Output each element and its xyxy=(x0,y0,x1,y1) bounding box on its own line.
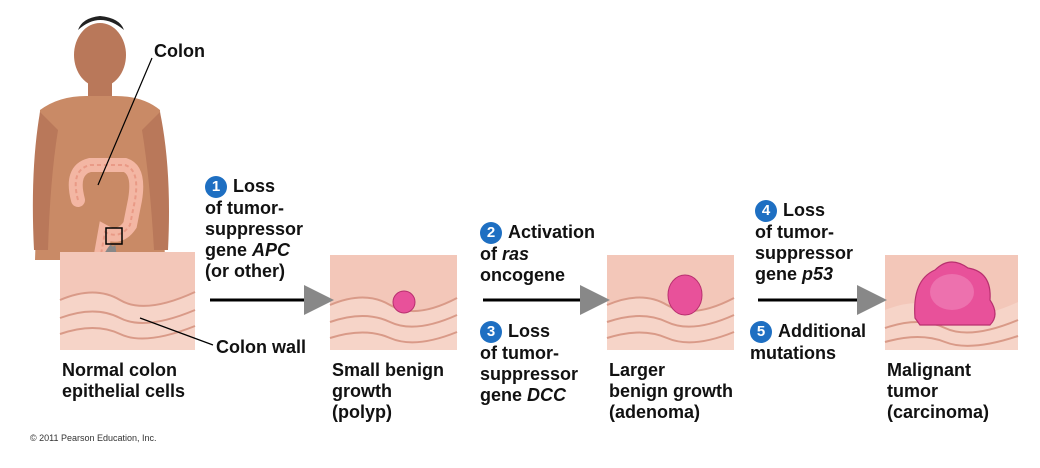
colon-wall-leader-line xyxy=(139,317,214,346)
step-5: 5 Additional mutations xyxy=(750,321,866,364)
gene-apc: APC xyxy=(252,240,291,260)
polyp-label-line: growth xyxy=(332,381,392,401)
colon-leader-line xyxy=(97,57,153,186)
step-3-badge: 3 xyxy=(480,321,502,343)
carcinoma-label-line: Malignant xyxy=(887,360,971,380)
adenoma-label-line: (adenoma) xyxy=(609,402,701,422)
gene-dcc: DCC xyxy=(527,385,567,405)
step-4: 4 Loss of tumor- suppressor gene p53 xyxy=(755,200,853,285)
tissue-adenoma xyxy=(606,255,735,350)
carcinoma-label-line: (carcinoma) xyxy=(887,402,990,422)
human-figure xyxy=(32,16,169,267)
step-1-line: suppressor xyxy=(205,219,304,239)
normal-label-line: epithelial cells xyxy=(62,381,186,401)
step-5-badge: 5 xyxy=(750,321,772,343)
step-4-line: Loss xyxy=(783,200,826,220)
carcinoma-label: Malignant tumor (carcinoma) xyxy=(887,360,989,423)
step-5-line: mutations xyxy=(750,343,837,363)
step-1-gene-prefix: gene xyxy=(205,240,253,260)
step-1-line: (or other) xyxy=(205,261,285,281)
colon-label: Colon xyxy=(154,41,205,61)
step-4-line: suppressor xyxy=(755,243,854,263)
carcinoma-label-line: tumor xyxy=(887,381,938,401)
normal-label-line: Normal colon xyxy=(62,360,178,380)
step-1-line: Loss xyxy=(233,176,276,196)
copyright-notice: © 2011 Pearson Education, Inc. xyxy=(30,433,157,443)
step-1-line: of tumor- xyxy=(205,198,284,218)
step-5-line: Additional xyxy=(778,321,866,341)
step-1: 1 Loss of tumor- suppressor gene APC (or … xyxy=(205,176,303,282)
gene-p53: p53 xyxy=(802,264,834,284)
adenoma-label: Larger benign growth (adenoma) xyxy=(609,360,733,423)
step-4-badge: 4 xyxy=(755,200,777,222)
step-2-line: oncogene xyxy=(480,265,566,285)
step-4-line: of tumor- xyxy=(755,222,834,242)
step-2-line: Activation xyxy=(508,222,596,242)
step-3-line: of tumor- xyxy=(480,343,559,363)
step-4-gene-prefix: gene xyxy=(755,264,803,284)
adenoma-label-line: Larger xyxy=(609,360,666,380)
tissue-polyp xyxy=(329,255,458,350)
normal-cells-label: Normal colon epithelial cells xyxy=(62,360,185,402)
gene-ras: ras xyxy=(502,244,530,264)
tissue-normal xyxy=(59,252,196,350)
step-2-badge: 2 xyxy=(480,222,502,244)
step-3-line: Loss xyxy=(508,321,551,341)
adenoma-label-line: benign growth xyxy=(609,381,733,401)
step-2: 2 Activation of ras oncogene xyxy=(480,222,595,286)
colon-wall-label: Colon wall xyxy=(216,337,306,357)
step-2-of-prefix: of xyxy=(480,244,502,264)
polyp-label: Small benign growth (polyp) xyxy=(332,360,444,423)
step-1-badge: 1 xyxy=(205,176,227,198)
polyp-label-line: Small benign xyxy=(332,360,445,380)
step-3: 3 Loss of tumor- suppressor gene DCC xyxy=(480,321,578,406)
step-3-line: suppressor xyxy=(480,364,579,384)
polyp-label-line: (polyp) xyxy=(332,402,392,422)
tissue-carcinoma xyxy=(884,255,1019,350)
step-3-gene-prefix: gene xyxy=(480,385,528,405)
